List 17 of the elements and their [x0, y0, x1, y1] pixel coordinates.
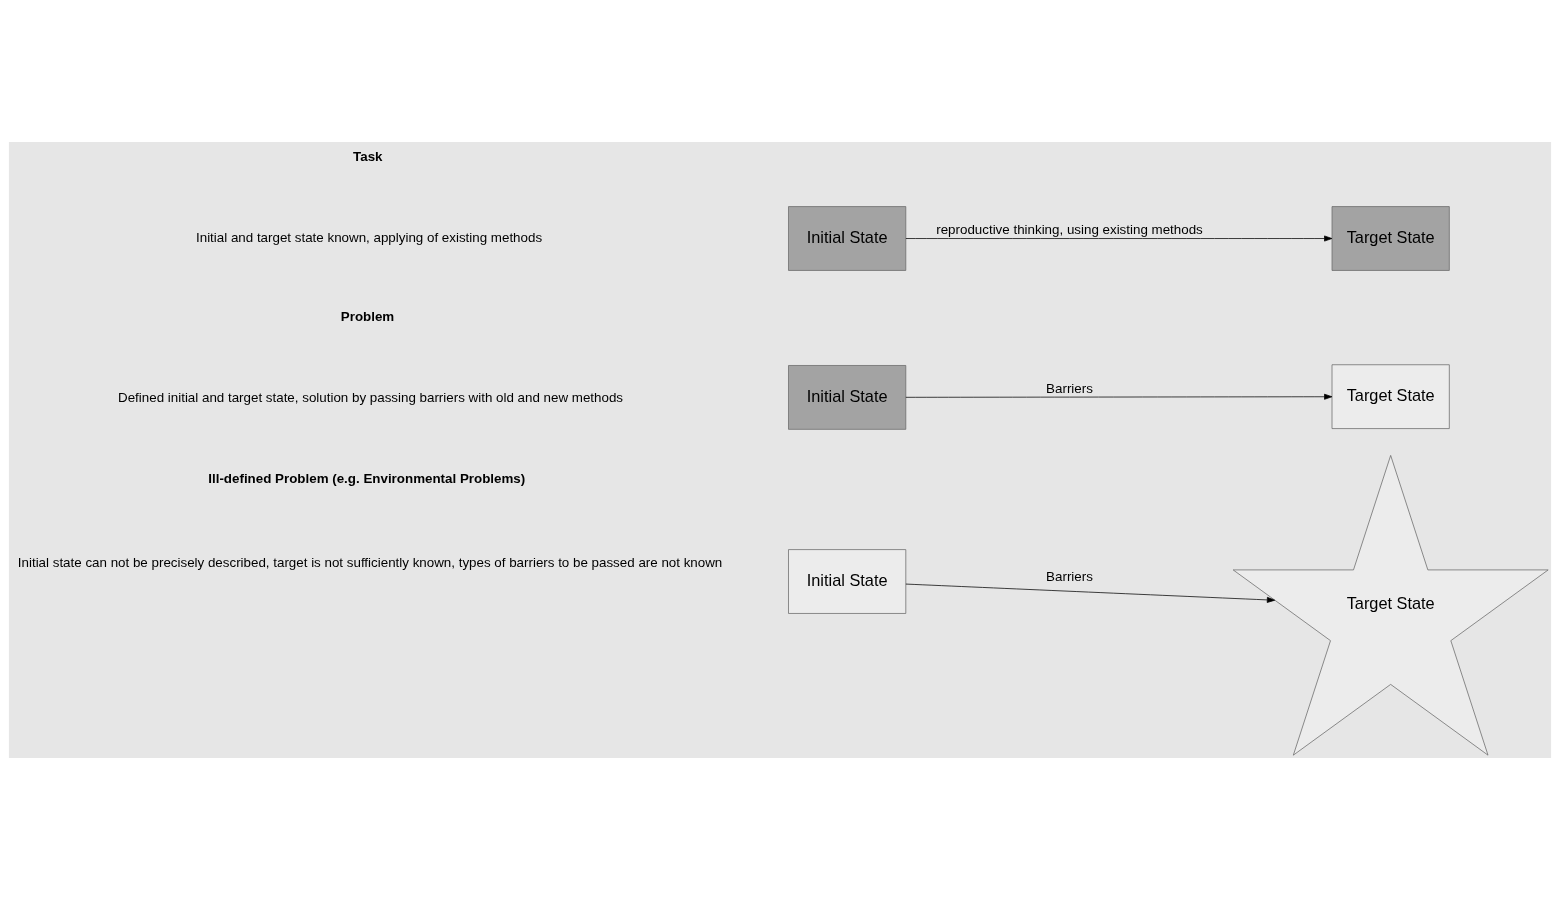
edge-label: reproductive thinking, using existing methods: [936, 222, 1203, 238]
label: Initial state can not be precisely described, target is not sufficiently known, types of barriers to be passed are not known: [17, 554, 723, 570]
label: Ill-defined Problem (e.g. Environmental Problems): [208, 471, 526, 487]
node-box: Initial State: [788, 549, 907, 614]
node-box: Target State: [1331, 364, 1450, 429]
arrow: [905, 393, 1333, 400]
node-box: Target State: [1331, 206, 1450, 271]
label: Initial and target state known, applying of existing methods: [196, 229, 543, 245]
label: Task: [353, 148, 383, 164]
arrow: [905, 235, 1333, 242]
arrow: [905, 583, 1276, 603]
node-box: Initial State: [788, 365, 907, 430]
edge-label: Barriers: [1046, 381, 1093, 397]
label: Problem: [340, 309, 395, 325]
label: Defined initial and target state, solution by passing barriers with old and new methods: [118, 390, 624, 406]
node-box: Initial State: [788, 206, 907, 271]
edge-label: Barriers: [1046, 569, 1093, 585]
